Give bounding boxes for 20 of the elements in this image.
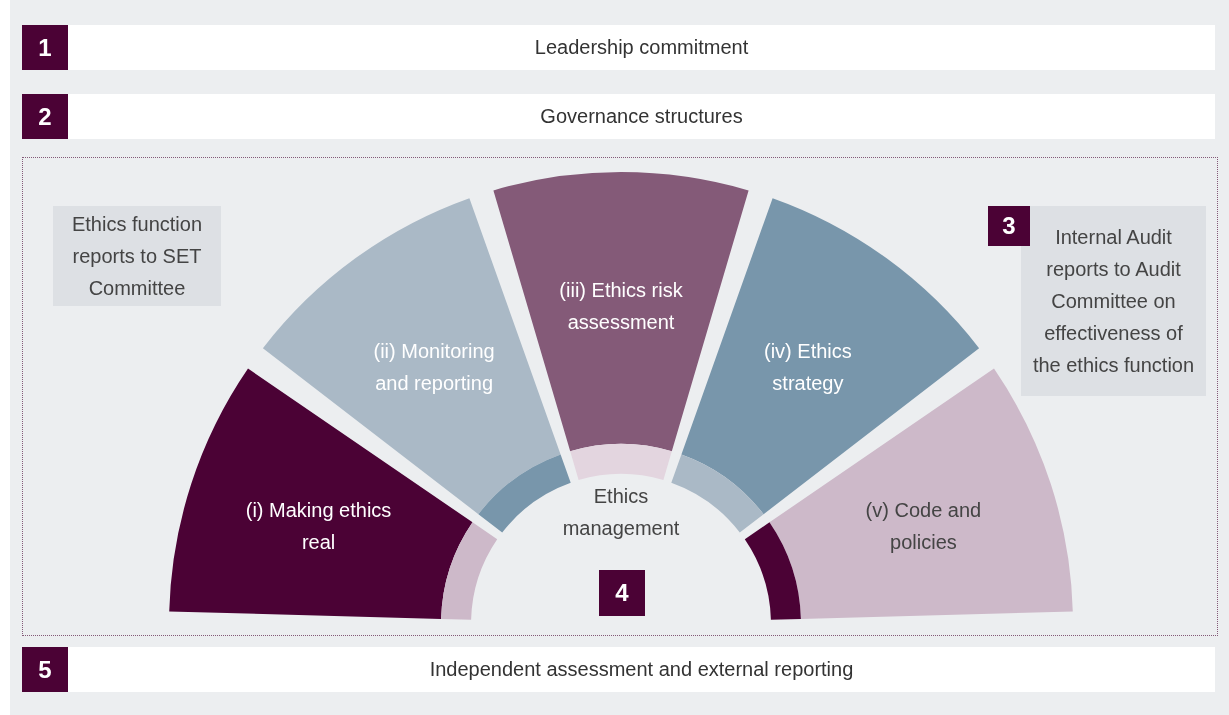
layer-label: Independent assessment and external reporting	[428, 657, 855, 682]
number-badge: 1	[22, 25, 68, 70]
dotted-panel	[22, 157, 1218, 636]
number-badge: 3	[988, 206, 1030, 246]
layer-bar	[22, 94, 1215, 139]
segment-label: (v) Code and policies	[864, 497, 983, 555]
layer-bar	[22, 647, 1215, 692]
layer-bar	[22, 25, 1215, 70]
number-badge: 4	[599, 570, 645, 616]
layer-label: Governance structures	[539, 104, 744, 129]
layer-label: Leadership commitment	[533, 35, 750, 60]
segment-label: (iii) Ethics risk assessment	[558, 278, 684, 335]
center-label: Ethics management	[561, 484, 681, 541]
note-box: Internal Audit reports to Audit Committee on effectiveness of the ethics function	[1021, 206, 1206, 396]
segment-label: (iv) Ethics strategy	[763, 338, 853, 396]
number-badge: 5	[22, 647, 68, 692]
segment-label: (i) Making ethics real	[244, 497, 393, 555]
segment-label: (ii) Monitoring and reporting	[372, 338, 496, 396]
note-box: Ethics function reports to SET Committee	[53, 206, 221, 306]
number-badge: 2	[22, 94, 68, 139]
